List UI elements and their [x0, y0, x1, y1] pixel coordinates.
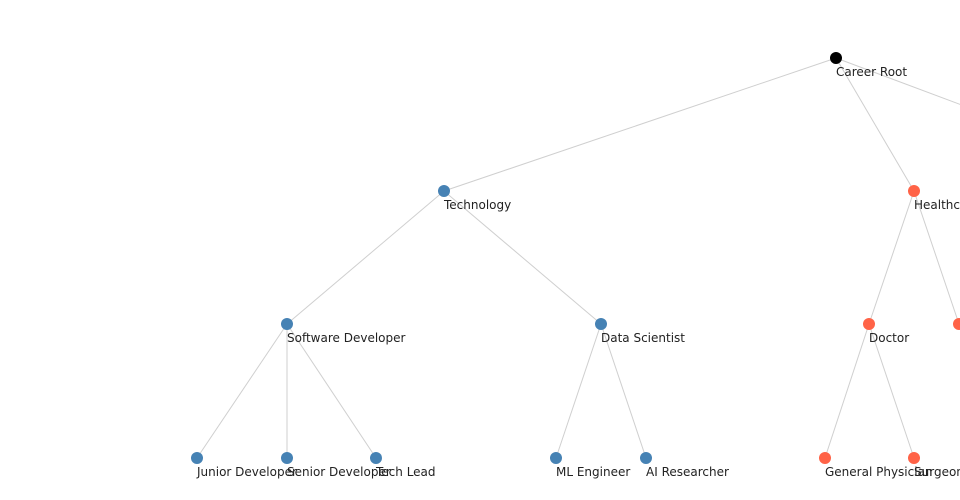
link-tech-ds: [443, 190, 602, 325]
link-health-health2: [913, 190, 960, 325]
link-root-offRight: [835, 57, 960, 105]
link-doc-gp: [824, 323, 870, 459]
node-doctor-dot[interactable]: [863, 318, 875, 330]
node-senior-developer-label: Senior Developer: [287, 465, 391, 479]
node-surgeon-dot[interactable]: [908, 452, 920, 464]
node-junior-developer-label: Junior Developer: [196, 465, 297, 479]
link-health-doc: [868, 190, 915, 325]
link-ds-ai: [600, 323, 647, 459]
node-ai-researcher[interactable]: AI Researcher: [640, 452, 729, 479]
node-ml-engineer-label: ML Engineer: [556, 465, 630, 479]
node-healthcare[interactable]: Healthcare: [908, 185, 960, 212]
node-junior-developer[interactable]: Junior Developer: [191, 452, 297, 479]
node-technology-label: Technology: [443, 198, 511, 212]
node-general-physician-label: General Physician: [825, 465, 933, 479]
node-software-developer[interactable]: Software Developer: [281, 318, 405, 345]
node-career-root-label: Career Root: [836, 65, 907, 79]
node-ml-engineer[interactable]: ML Engineer: [550, 452, 630, 479]
node-data-scientist-label: Data Scientist: [601, 331, 685, 345]
node-career-root-dot[interactable]: [830, 52, 842, 64]
node-tech-lead[interactable]: Tech Lead: [370, 452, 436, 479]
node-software-developer-dot[interactable]: [281, 318, 293, 330]
node-healthcare-child-2[interactable]: [953, 318, 960, 330]
node-data-scientist[interactable]: Data Scientist: [595, 318, 685, 345]
node-tech-lead-label: Tech Lead: [375, 465, 436, 479]
node-senior-developer[interactable]: Senior Developer: [281, 452, 391, 479]
node-tech-lead-dot[interactable]: [370, 452, 382, 464]
node-general-physician-dot[interactable]: [819, 452, 831, 464]
node-software-developer-label: Software Developer: [287, 331, 405, 345]
tree-links: [196, 57, 960, 459]
node-healthcare-dot[interactable]: [908, 185, 920, 197]
node-general-physician[interactable]: General Physician: [819, 452, 933, 479]
node-technology[interactable]: Technology: [438, 185, 511, 212]
node-junior-developer-dot[interactable]: [191, 452, 203, 464]
link-sw-tl: [286, 323, 377, 459]
node-doctor[interactable]: Doctor: [863, 318, 909, 345]
link-tech-sw: [286, 190, 445, 325]
node-career-root[interactable]: Career Root: [830, 52, 907, 79]
node-ml-engineer-dot[interactable]: [550, 452, 562, 464]
node-data-scientist-dot[interactable]: [595, 318, 607, 330]
link-root-health: [835, 57, 915, 192]
node-doctor-label: Doctor: [869, 331, 909, 345]
node-healthcare-child-2-dot[interactable]: [953, 318, 960, 330]
node-senior-developer-dot[interactable]: [281, 452, 293, 464]
link-ds-ml: [555, 323, 602, 459]
node-surgeon[interactable]: Surgeon: [908, 452, 960, 479]
node-ai-researcher-dot[interactable]: [640, 452, 652, 464]
node-ai-researcher-label: AI Researcher: [646, 465, 729, 479]
link-root-tech: [443, 57, 837, 192]
node-surgeon-label: Surgeon: [914, 465, 960, 479]
link-sw-jr: [196, 323, 288, 459]
node-technology-dot[interactable]: [438, 185, 450, 197]
node-healthcare-label: Healthcare: [914, 198, 960, 212]
link-doc-sg: [868, 323, 915, 459]
